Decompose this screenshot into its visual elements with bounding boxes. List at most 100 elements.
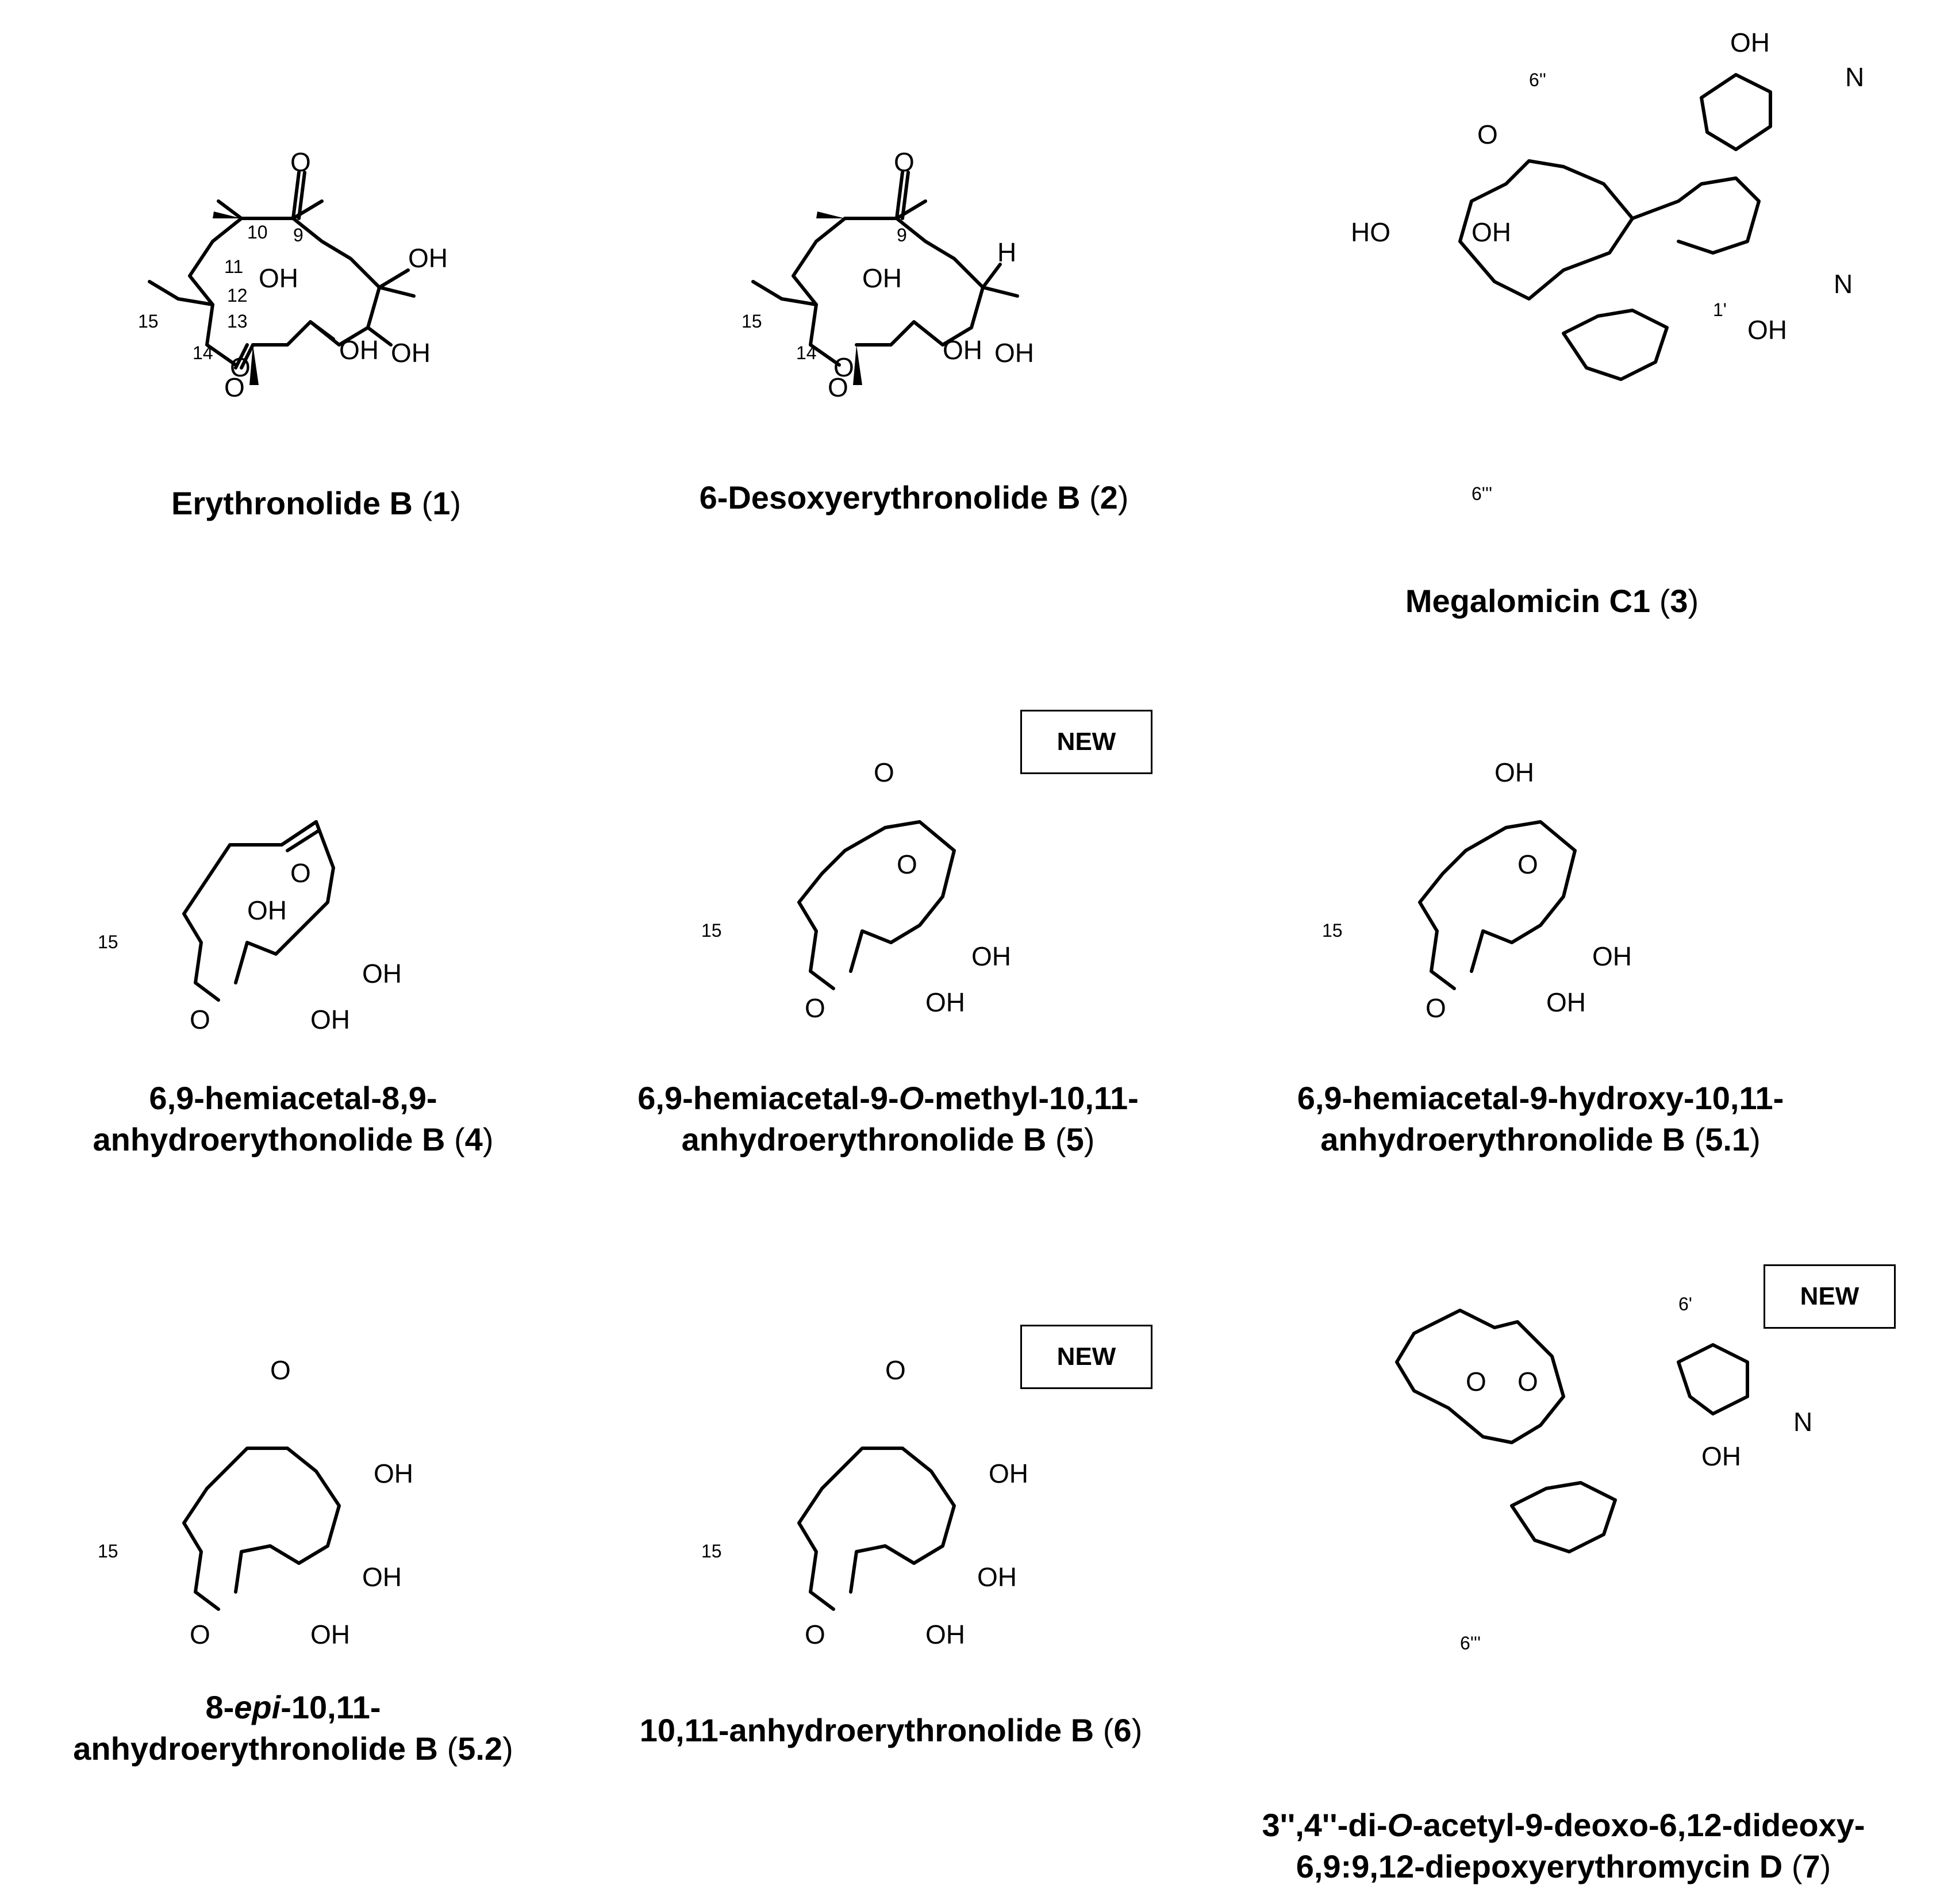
- caption-number: 3: [1670, 583, 1688, 619]
- structure-erythronolide-b: O OH OH OH OH O O 9 10 11 12 13 14 15: [138, 147, 448, 402]
- atom-oh-5: OH: [994, 338, 1034, 368]
- atom-o-lactone: O: [805, 1620, 825, 1649]
- caption-number: 4: [464, 1121, 483, 1157]
- atom-oh-mid: OH: [1747, 315, 1787, 345]
- locant-6ppp: 6''': [1472, 483, 1492, 504]
- atom-o-lactone: O: [224, 372, 245, 402]
- locant-14: 14: [796, 343, 817, 363]
- caption-line1: 8-epi-10,11-: [205, 1689, 381, 1725]
- caption-line2: anhydroerythonolide B: [93, 1121, 445, 1157]
- caption-compound-2: 6-Desoxyerythronolide B (2): [699, 479, 1129, 516]
- structure-compound-5: O O OH OH O 15: [701, 757, 1011, 1023]
- atom-n-top: N: [1845, 62, 1864, 92]
- atom-o-ring: O: [1517, 849, 1538, 879]
- atom-oh: OH: [1701, 1441, 1741, 1471]
- caption-name: 10,11-anhydroerythronolide B: [639, 1712, 1094, 1748]
- atom-oh-5: OH: [971, 941, 1011, 971]
- locant-15: 15: [138, 311, 159, 332]
- atom-oh-top: OH: [1730, 28, 1770, 57]
- locant-15: 15: [701, 920, 722, 941]
- caption-compound-5-2: 8-epi-10,11- anhydroerythronolide B (5.2…: [73, 1689, 513, 1767]
- caption-compound-7: 3'',4''-di-O-acetyl-9-deoxo-6,12-dideoxy…: [1262, 1807, 1865, 1884]
- atom-o-carbonyl: O: [894, 147, 915, 177]
- atom-oh-6: OH: [408, 243, 448, 273]
- new-badge-compound-6: NEW: [1020, 1325, 1152, 1389]
- atom-o-lactone: O: [190, 1005, 210, 1034]
- caption-compound-4: 6,9-hemiacetal-8,9- anhydroerythonolide …: [93, 1080, 494, 1157]
- atom-o-carbonyl: O: [885, 1355, 906, 1385]
- atom-oh-5: OH: [1592, 941, 1632, 971]
- atom-oh-3: OH: [925, 1620, 965, 1649]
- structure-compound-4: O OH OH OH O 15: [98, 820, 402, 1034]
- atom-oh-11: OH: [862, 263, 902, 293]
- caption-name: Erythronolide B: [171, 485, 413, 521]
- new-badge-compound-7: NEW: [1764, 1264, 1896, 1329]
- atom-oh-6: OH: [989, 1459, 1028, 1488]
- caption-compound-3: Megalomicin C1 (3): [1405, 583, 1699, 619]
- atom-oh-3: OH: [339, 335, 379, 365]
- locant-15: 15: [701, 1541, 722, 1561]
- atom-oh-11: OH: [259, 263, 298, 293]
- atom-oh-3: OH: [925, 987, 965, 1017]
- atom-oh-ring: OH: [1472, 217, 1511, 247]
- locant-12: 12: [227, 285, 248, 306]
- atom-o-ring: O: [897, 849, 917, 879]
- caption-number: 5.1: [1705, 1121, 1750, 1157]
- atom-oh-9: OH: [1495, 757, 1534, 787]
- atom-o-carbonyl: O: [290, 147, 311, 177]
- caption-line1: 3'',4''-di-O-acetyl-9-deoxo-6,12-dideoxy…: [1262, 1807, 1865, 1843]
- locant-15: 15: [98, 1541, 118, 1561]
- atom-o-ring: O: [230, 352, 251, 382]
- atom-oh-5: OH: [391, 338, 431, 368]
- atom-oh-3: OH: [310, 1005, 350, 1034]
- structure-compound-5-1: OH O OH OH O 15: [1322, 757, 1632, 1023]
- atom-o-carbonyl: O: [1477, 120, 1498, 149]
- structure-6-desoxyerythronolide-b: O H OH OH OH O O 9 15 14: [742, 147, 1034, 402]
- caption-line1: 6,9-hemiacetal-9-hydroxy-10,11-: [1297, 1080, 1784, 1116]
- locant-6ppp: 6''': [1460, 1633, 1481, 1653]
- caption-compound-1: Erythronolide B (1): [171, 485, 462, 521]
- structure-compound-7: O O N OH 6' 6''': [1395, 1294, 1812, 1653]
- atom-oh-5: OH: [362, 959, 402, 988]
- atom-oh-11: OH: [247, 895, 287, 925]
- caption-number: 1: [432, 485, 451, 521]
- locant-10: 10: [247, 222, 268, 243]
- new-badge-compound-5: NEW: [1020, 710, 1152, 774]
- locant-1p: 1': [1713, 299, 1727, 320]
- atom-n: N: [1793, 1407, 1812, 1437]
- atom-oh-3: OH: [943, 335, 982, 365]
- caption-number: 6: [1113, 1712, 1132, 1748]
- caption-name: Megalomicin C1: [1405, 583, 1651, 619]
- atom-ho: HO: [1351, 217, 1390, 247]
- locant-13: 13: [227, 311, 248, 332]
- atom-oh-3: OH: [1546, 987, 1586, 1017]
- atom-o-ring: O: [290, 858, 311, 888]
- caption-line2: 6,9:9,12-diepoxyerythromycin D: [1296, 1848, 1783, 1884]
- caption-line2: anhydroerythronolide B: [73, 1730, 438, 1767]
- atom-o-lactone: O: [828, 372, 848, 402]
- atom-oh-6: OH: [374, 1459, 413, 1488]
- atom-o-ring-b: O: [1517, 1367, 1538, 1397]
- caption-line2: anhydroerythronolide B: [1320, 1121, 1685, 1157]
- locant-15: 15: [1322, 920, 1343, 941]
- locant-9: 9: [293, 225, 303, 245]
- atom-n-mid: N: [1834, 269, 1853, 299]
- caption-number: 5.2: [458, 1730, 503, 1767]
- caption-number: 7: [1802, 1848, 1820, 1884]
- caption-number: 5: [1066, 1121, 1084, 1157]
- locant-15: 15: [98, 932, 118, 952]
- caption-name: 6-Desoxyerythronolide B: [699, 479, 1081, 516]
- atom-o-ring: O: [833, 352, 854, 382]
- atom-o-lactone: O: [805, 993, 825, 1023]
- locant-11: 11: [224, 256, 243, 277]
- atom-oh-5: OH: [362, 1562, 402, 1592]
- locant-15: 15: [742, 311, 762, 332]
- locant-6pp: 6'': [1529, 70, 1546, 90]
- locant-14: 14: [193, 343, 213, 363]
- structure-megalomicin-c1: HO OH N N OH OH O 6'' 1' 6''': [1351, 28, 1864, 504]
- caption-number: 2: [1100, 479, 1118, 516]
- caption-compound-6: 10,11-anhydroerythronolide B (6): [639, 1712, 1143, 1748]
- atom-h-6: H: [997, 237, 1016, 267]
- atom-oh-5: OH: [977, 1562, 1017, 1592]
- atom-o-lactone: O: [1426, 993, 1446, 1023]
